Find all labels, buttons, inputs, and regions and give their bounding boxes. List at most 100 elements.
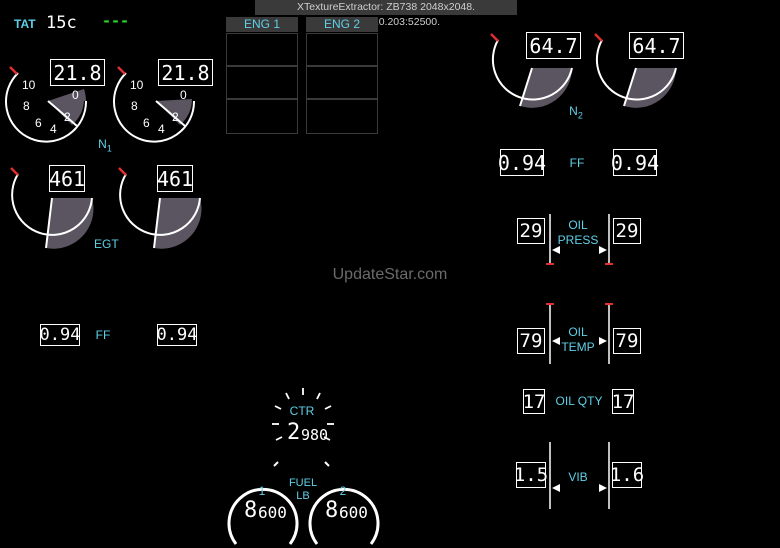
n1-right-tick-10: 10 [130,78,144,92]
n2-left-fill [520,68,572,108]
n1-left-tick-6: 6 [35,116,42,130]
fuel-tank1-label: 1 [258,484,266,498]
n1-left-needle [47,100,78,127]
eng1-message-cell-3 [226,99,298,134]
n1-label: N1 [98,137,112,154]
egt-left-needle [45,197,53,249]
n1-right-gauge: 10 8 6 4 2 0 [113,66,196,143]
oil-press-label-2: PRESS [557,233,599,247]
n1-left-arc [5,72,88,143]
vib-right-pointer [599,484,607,492]
ff-right-label: FF [569,156,585,170]
eng2-message-cell-2 [306,66,378,99]
tat-value: 15c [46,13,77,33]
ff-left-label: FF [95,328,111,342]
n2-right-fill [624,68,676,108]
oil-qty-engine1-readout: 17 [522,389,546,414]
watermark: UpdateStar.com [332,266,448,283]
fuel-center-tank-gauge [272,388,334,441]
n2-left-gauge [490,33,573,108]
eng1-message-cell-2 [226,66,298,99]
fuel-ctr-value-small: 980 [301,426,329,444]
n1-right-tick-4: 4 [158,122,165,136]
oil-press-scales [546,214,613,265]
n2-right-readout: 64.7 [629,32,684,59]
oil-qty-engine2-readout: 17 [611,389,635,414]
fuel-tank2-tick [324,461,330,467]
vib-scales [549,442,610,509]
eng2-message-cell-1 [306,33,378,66]
eng1-tab[interactable]: ENG 1 [226,17,298,32]
n1-left-tick-0: 0 [72,88,79,102]
n2-left-readout: 64.7 [526,32,581,59]
eng2-message-cell-3 [306,99,378,134]
n1-left-redline [9,66,18,75]
n2-left-arc [491,39,573,101]
fuel-center-ticks [272,388,334,441]
fuel-ctr-value-big: 2 [287,420,301,445]
window-title-bar: XTextureExtractor: ZB738 2048x2048. 192.… [255,0,517,28]
fuel-tank2-arc [308,487,380,545]
fuel-tank1-value-big: 8 [244,498,258,523]
n2-right-arc [595,39,677,101]
n2-label: N2 [569,104,583,121]
fuel-tank1-arc [227,487,299,545]
n1-right-tick-0: 0 [180,88,187,102]
egt-left-arc [11,173,93,236]
n2-right-redline [594,33,603,42]
n2-left-needle [519,67,533,107]
eng2-tab[interactable]: ENG 2 [306,17,378,32]
egt-right-fill [154,198,202,249]
egt-left-readout: 461 [48,165,86,192]
fuel-tank2-label: 2 [339,484,347,498]
egt-right-gauge [118,167,202,249]
oil-temp-right-pointer [599,337,607,345]
oil-press-right-pointer [599,246,607,254]
oil-temp-label-1: OIL [568,325,588,339]
egt-left-redline [10,167,19,176]
oil-temp-scales [546,303,613,364]
n1-right-fill [156,99,193,125]
oil-press-engine2-readout: 29 [613,218,641,244]
egt-right-arc [119,173,201,236]
ff-left-engine1-readout: 0.94 [39,324,81,346]
egt-right-redline [118,167,127,176]
eng1-message-cell-1 [226,33,298,66]
n1-left-sector [48,99,85,125]
vib-engine1-readout: 1.5 [513,462,549,488]
egt-left-gauge [10,167,94,249]
fuel-label-1: FUEL [288,477,318,489]
n1-right-tick-2: 2 [172,110,179,124]
oil-temp-left-pointer [552,337,560,345]
fuel-label-2: LB [296,490,310,502]
oil-qty-label: OIL QTY [555,394,603,408]
ff-right-engine2-readout: 0.94 [610,149,660,176]
ff-left-engine2-readout: 0.94 [156,324,198,346]
n1-right-tick-8: 8 [131,99,138,113]
n2-left-redline [490,33,499,42]
n1-left-tick-4: 4 [50,122,57,136]
fuel-tank1-value-small: 600 [258,503,287,522]
n1-left-readout: 21.8 [50,59,105,86]
n1-left-gauge: 10 8 6 4 2 0 [5,66,88,143]
fuel-tank2-value-big: 8 [325,498,339,523]
egt-label: EGT [94,237,119,251]
oil-temp-label-2: TEMP [561,340,595,354]
n1-right-arc [113,72,196,143]
n1-right-tick-6: 6 [143,116,150,130]
oil-press-engine1-readout: 29 [517,218,545,244]
n1-right-readout: 21.8 [158,59,213,86]
n1-right-needle [155,100,186,127]
fuel-tank1-gauge [227,461,299,545]
vib-engine2-readout: 1.6 [609,462,645,488]
oil-temp-engine1-readout: 79 [517,328,545,354]
n1-left-fill [48,89,86,101]
fuel-ctr-label: CTR [289,404,315,418]
tat-label: TAT [14,17,36,31]
n2-right-gauge [594,33,677,108]
n2-right-needle [623,67,637,107]
n1-left-tick-8: 8 [23,99,30,113]
fuel-tank2-value-small: 600 [339,503,368,522]
vib-label: VIB [568,470,588,484]
n1-right-redline [117,66,126,75]
